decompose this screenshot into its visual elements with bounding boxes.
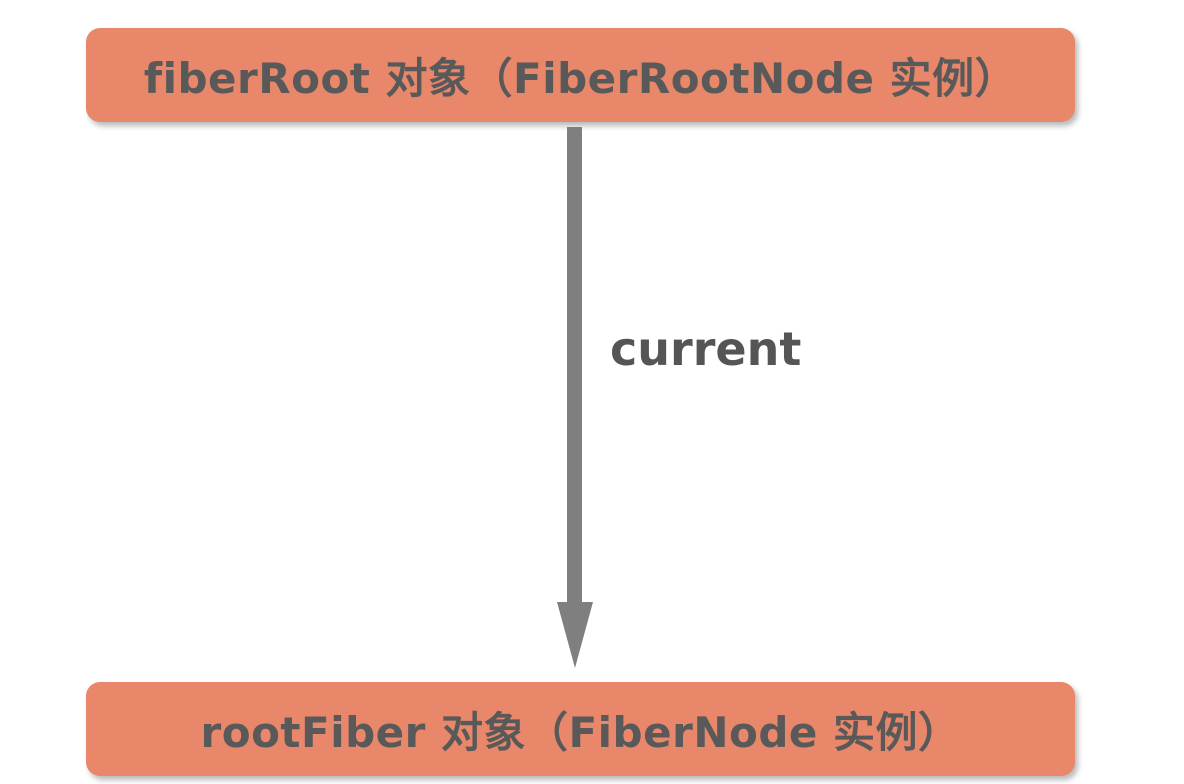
node-fiberroot: fiberRoot 对象（FiberRootNode 实例） (86, 28, 1075, 122)
edge-label-current: current (610, 322, 802, 376)
arrow-line (567, 127, 582, 602)
arrow-down-icon (557, 602, 593, 668)
node-rootfiber-label: rootFiber 对象（FiberNode 实例） (200, 707, 961, 757)
node-fiberroot-label: fiberRoot 对象（FiberRootNode 实例） (143, 53, 1018, 103)
node-rootfiber: rootFiber 对象（FiberNode 实例） (86, 682, 1075, 776)
